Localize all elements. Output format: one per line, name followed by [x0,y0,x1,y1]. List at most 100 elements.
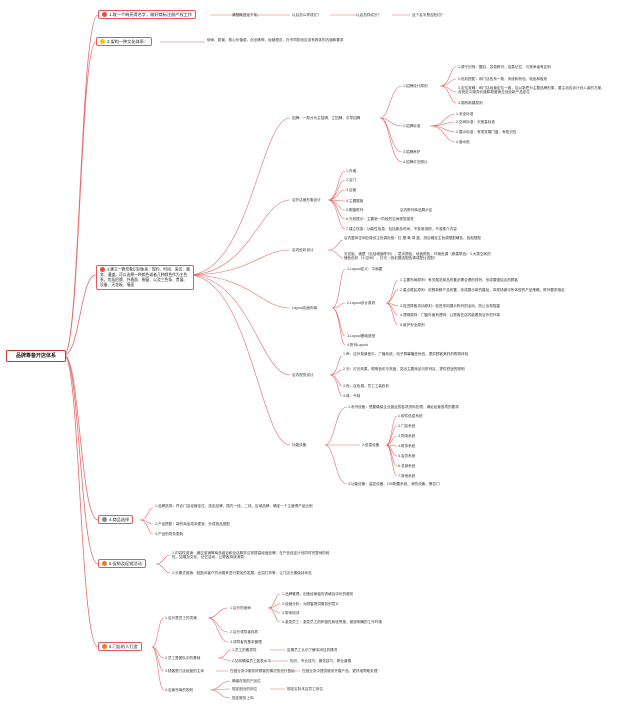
branch-brand-name[interactable]: 1.取一个响亮得名字，做好商标注册产权工作 [98,10,197,20]
branch-promotion[interactable]: 5.促销及促销活动 [98,559,146,569]
node: 4.味：气味 [343,394,361,398]
node: 1.Layout定义：平面图 [347,267,383,271]
node: 3.展示标准：有视觉展门窗、有知识性 [456,130,517,134]
node: 定期员工认识了解本岗位的情况 [287,648,338,652]
node: 2.招牌标准 [403,124,421,128]
node: 1.招牌设计原则 [403,84,428,88]
node: 7.其他系统 [398,474,416,478]
flag-icon [102,561,107,567]
node: 4.财务系统 [398,444,416,448]
node: 以后怎样成长？ [356,13,382,17]
node: 天花板、墙壁（包括墙面陈列），层次颜色、地板颜色，环境色调（即建筑色）3.大类空… [344,252,491,261]
node: 2.如何确保员工能表水平 [232,659,271,663]
node: 3.功能设备：监控设备、130配置系统、消防设备、警告门 [348,482,440,486]
node: 1.便于识别：醒目、容易辨识，容易记忆，与竞争者有区别 [458,65,551,69]
node: 2.Layout设计原则 [347,301,376,305]
node: 2.长期式促销：鼓励对客户的消费来进行更加的发展，比如打折等，让门店长期保持状态 [172,571,312,575]
tools-icon [102,517,107,523]
node: 3.促进顾客流动原则：促进采用展示陈列的活动，防止出现阻塞 [400,304,501,308]
node: 店外店面形象设计 [292,198,321,202]
node: Layout店面布局 [292,306,318,310]
node: 3.色：店色调，员工工装色彩 [343,384,390,388]
node: 5.会员系统 [398,454,416,458]
node: 5.维护安全原则 [400,323,425,327]
star-icon [102,644,107,650]
branch-identity-system[interactable]: 3.建立一套形象识别体系：规约、时间、来访、服务、通道。可以选择一种颜色或者几种… [96,265,194,290]
node: 功能设备 [292,443,307,447]
node: 4.主题展板 [346,199,364,203]
node: 5.橱窗陈列 [346,208,364,212]
node: 2.空间标准：长宽高标准 [456,120,495,124]
node: 清楚概述定下来。 [232,13,261,17]
node: 4.陈列Layout [347,343,368,347]
node: 2.色彩搭配：和门店色系一致，传统和有色，吸色和吸收 [458,77,548,81]
node: 确保存放的产品位 [232,679,261,683]
node: 1.外墙 [346,169,357,173]
node: 3.物流系统 [398,434,416,438]
branch-product-selection[interactable]: 4.商品选择 [98,515,134,525]
node: 2.店长领导者特质 [230,630,259,634]
branch-label: 4.商品选择 [109,517,130,522]
node: 4.激发员工：激发员工的积极性和信誉度，营造明确的工作环境 [282,620,383,624]
node: 1.店长是员工的灵魂 [165,616,197,620]
node: 2.经营分析：为顾客提供服务的意义 [282,602,339,606]
node: 6.总部系统 [398,464,416,468]
branch-label: 1.取一个响亮得名字，做好商标注册产权工作 [109,12,193,17]
node: 1.软件信息系统 [398,414,423,418]
node: 这个名字是否贴切？ [412,13,445,17]
branch-label: 5.促销及促销活动 [109,561,142,566]
heart-icon [100,267,105,272]
node: 1.店长的使命 [230,606,251,610]
root-node[interactable]: 品牌筹备开店体系 [6,350,66,362]
node: 3.带来培训 [282,611,300,615]
node: 3.产品的财务更新 [155,532,184,536]
node: 3.Layout基础造型 [347,334,376,338]
node: 3.招牌养护 [403,150,421,154]
node: 2.店门 [346,178,357,182]
node: 4.营水柜 [456,140,470,144]
node: 店内视觉设计 [292,373,314,377]
node: 4.招牌灯光照片 [403,160,428,164]
node: 规定实际本店员工岗位 [287,687,323,691]
branch-culture[interactable]: 2.架构一种文化体系： [96,37,153,47]
node: 4.店面布局的规划 [165,688,194,692]
node: 1.品牌选择：符合门店经营定位，选定品牌，国内一线，二线，区域品牌，确定一个主营… [155,504,313,508]
node: 3.领导者的基本管理 [230,640,262,644]
node: 2.门店系统 [398,424,416,428]
node: 1.品牌管理，创造经营者的资格及评价的服务 [282,592,354,596]
node: 店内色彩设计 [292,248,314,252]
node: 3.顾客是门店经营的主体 [165,669,204,673]
node: 3.店面 [346,188,357,192]
node: 2.员工是团队中的基础 [165,656,201,660]
node: 2.重点展区原则：依照新鲜产品布置，形成展示新的展品，体现场景中所体现的产品策略… [400,288,565,292]
bulb-icon [100,39,105,45]
node: 1.声：店外背景音乐，广播系统，电子屏幕播放系统，提供顾客美好的购物体验 [343,352,469,356]
node: 1.员工的素质性 [232,648,257,652]
node: 店内陈列商品展示区 [400,208,433,212]
node: 在做业务中服务好顾客的情况的进行售后 [230,669,295,673]
node: 规定相近的岗位 [232,687,258,691]
fire-icon [102,12,107,18]
node: 在做业务中提供服务开展产品，更好地帮助处理 [302,669,378,673]
node: 4.透明原则：门窗外面有透明，让顾客在店内能看到店外的环境 [400,313,501,317]
node: 7.建立信息：功能性信息，包括新品时间，不准常用物，不准推介内容 [346,227,457,231]
node: 以后怎么样成长？ [292,13,321,17]
node: 店内整体空间应增设主色调色相：红 橙 黄 绿 蓝，然后确定主色调搭配辅色，色相搭… [344,236,481,240]
node: 1.主要布局原则：有关展览商品布置必需合理的排列，形成展馆结合的顾客 [400,278,518,282]
branch-people[interactable]: 6.门店的人打造 [98,642,142,652]
node: 3.定位准确：和门店经营定位一致，加以新思为主要品牌形象，要主动告诉计划入者的方… [458,86,605,95]
branch-label: 6.门店的人打造 [109,644,138,649]
node: 4.拥有新展原则 [458,101,483,105]
node: 2.光：灯光效果，照明色彩与亮度，突出主要商品与陈列区，提供舒适的照明 [343,367,465,371]
branch-label: 3.建立一套形象识别体系：规约、时间、来访、服务、通道。可以选择一种颜色或者几种… [100,267,190,287]
node: 使命、愿景、核心价值观，创业精神，经营理念，在不同阶段应该有具体的内涵和要求 [207,38,344,42]
node: 知识、专业技巧、服务技巧、职业道德 [290,659,352,663]
node: 招牌：一般分为主招牌、立招牌、引导招牌 [292,116,361,120]
node: 1.安全标准 [456,112,474,116]
node: 1.内容性促销：通过促销等商品组合和全店服务达到提高经营品牌。在产品设定计划同时… [172,551,330,560]
node: 2.信息设备 [362,443,380,447]
node: 1.系列设备：是要确保企业营运的各项资料处理，满足经营各项的要求 [348,405,459,409]
node: 2.产品搭配：新的商品成本便宜，分成就品搭配 [155,522,230,526]
node: 规定服务上岗 [232,696,254,700]
